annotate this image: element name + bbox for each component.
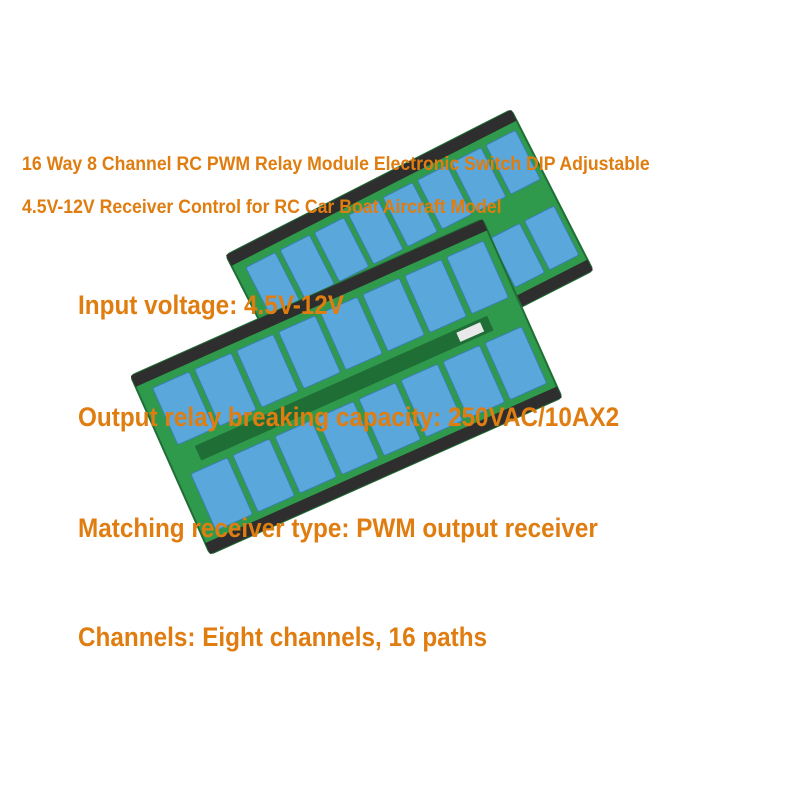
relay-block	[359, 383, 421, 456]
product-title-line-1: 16 Way 8 Channel RC PWM Relay Module Ele…	[22, 154, 650, 175]
spec-input-voltage: Input voltage: 4.5V-12V	[78, 290, 345, 320]
relay-block	[524, 206, 579, 270]
relay-row-front-bottom	[190, 326, 547, 531]
relay-block	[194, 353, 257, 426]
relay-block	[275, 420, 337, 494]
relay-block	[320, 297, 383, 370]
terminal-strip	[130, 219, 488, 387]
relay-block	[417, 165, 472, 229]
relay-block	[451, 147, 506, 212]
terminal-strip	[205, 386, 562, 555]
relay-block	[348, 200, 403, 264]
relay-block	[236, 334, 299, 408]
terminal-strip	[226, 109, 517, 266]
relay-block	[152, 371, 215, 445]
spec-breaking-capacity: Output relay breaking capacity: 250VAC/1…	[78, 402, 620, 432]
product-title-line-2: 4.5V-12V Receiver Control for RC Car Boa…	[22, 197, 502, 218]
relay-block	[278, 315, 341, 389]
relay-row-front-top	[152, 240, 509, 445]
relay-block	[446, 240, 509, 314]
control-circuit-strip	[194, 315, 494, 461]
relay-block	[401, 364, 463, 437]
spec-channels: Channels: Eight channels, 16 paths	[78, 622, 488, 652]
relay-block	[485, 326, 547, 400]
relay-block	[486, 130, 541, 195]
relay-block	[190, 457, 253, 531]
relay-block	[443, 345, 505, 419]
relay-block	[362, 278, 425, 352]
relay-block	[232, 439, 295, 512]
relay-board-front	[130, 219, 562, 555]
relay-block	[383, 182, 438, 247]
relay-block	[404, 259, 467, 333]
dip-switch	[456, 322, 485, 342]
spec-receiver-type: Matching receiver type: PWM output recei…	[78, 513, 598, 543]
relay-row-back-top	[245, 130, 541, 317]
relay-block	[314, 217, 369, 282]
relay-block	[317, 401, 379, 475]
